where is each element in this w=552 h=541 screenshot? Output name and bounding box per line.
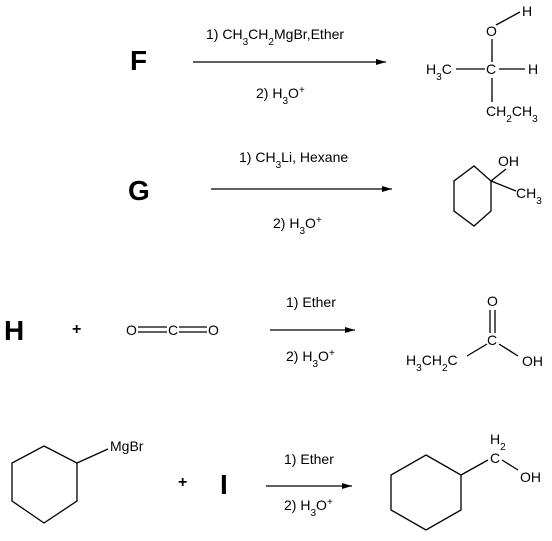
bond-c-oh-g (490, 168, 507, 182)
reagent-step1-i: 1) Ether (284, 451, 334, 467)
bond-c-oh-h (498, 343, 519, 357)
product-g-methyl: CH3 (516, 185, 542, 207)
bond-ring-ch2 (460, 459, 489, 476)
co2-oxygen-left: O (126, 322, 137, 338)
bond-c-mgbr (76, 448, 109, 464)
reagent-step1-h: 1) Ether (286, 294, 336, 310)
cyclohexane-ring-g (453, 165, 492, 227)
reagent-step2-g: 2) H3O+ (273, 215, 322, 237)
product-f-hydrogen: H (528, 61, 538, 77)
compound-label-i: I (220, 469, 228, 500)
reagent-step2-h: 2) H3O+ (286, 348, 335, 370)
product-f: H O H3C C H CH2CH3 (426, 3, 538, 125)
bond-ch2-oh (501, 459, 519, 471)
bond-chain-c (466, 343, 488, 357)
reagent-step1-f: 1) CH3CH2MgBr,Ether (206, 26, 344, 48)
product-i-ch2-carbon: C (490, 450, 500, 466)
compound-label-h: H (4, 315, 24, 346)
reagent-step2-i: 2) H3O+ (284, 497, 333, 519)
cyclohexylmagnesium-bromide: MgBr (11, 438, 144, 524)
plus-sign-h: + (72, 321, 81, 338)
product-h-carbonyl-oxygen: O (487, 293, 498, 309)
cyclohexane-ring-product (390, 454, 462, 531)
product-g-hydroxyl: OH (498, 153, 519, 169)
product-f-central-carbon: C (486, 61, 496, 77)
product-f-hydroxyl-h: H (522, 3, 532, 19)
product-f-methyl: H3C (426, 61, 452, 83)
plus-sign-i: + (178, 474, 187, 491)
product-i: H2 C OH (390, 431, 541, 531)
product-f-ethyl: CH2CH3 (486, 103, 538, 125)
product-g: OH CH3 (453, 153, 542, 227)
product-h: O C H3CH2C OH (406, 293, 543, 374)
product-h-hydroxyl: OH (522, 353, 543, 369)
product-h-chain: H3CH2C (406, 352, 458, 374)
reagent-step2-f: 2) H3O+ (256, 85, 305, 107)
cyclohexane-ring-reactant (11, 445, 78, 524)
product-h-carbon: C (487, 332, 497, 348)
carbon-dioxide: O C O (126, 322, 219, 338)
product-f-oxygen: O (486, 23, 497, 39)
bond-o-h (495, 11, 521, 26)
compound-label-f: F (130, 45, 147, 76)
reagent-step1-g: 1) CH3Li, Hexane (239, 149, 348, 171)
product-i-hydroxyl: OH (520, 469, 541, 485)
co2-oxygen-right: O (208, 322, 219, 338)
compound-label-g: G (128, 175, 150, 206)
bond-c-ch3-g (490, 180, 517, 192)
mgbr-group: MgBr (110, 438, 144, 454)
product-i-h2: H2 (490, 431, 506, 453)
co2-carbon: C (168, 322, 178, 338)
